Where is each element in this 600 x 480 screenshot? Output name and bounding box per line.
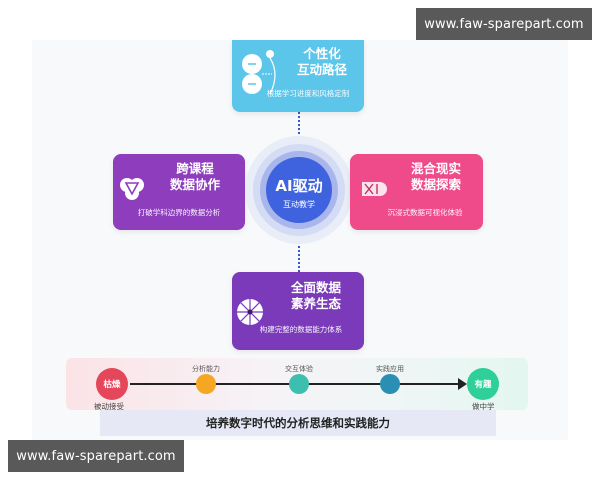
footer-text: 培养数字时代的分析思维和实践能力: [206, 416, 390, 430]
timeline-step-label: 交互体验: [285, 365, 313, 373]
timeline-step-node: [380, 374, 400, 394]
xr-headset-icon: [362, 182, 387, 196]
card-title-line1: 个性化: [303, 46, 341, 61]
card-subtitle: 构建完整的数据能力体系: [259, 325, 343, 334]
brain-toggle-icon: [242, 50, 276, 95]
hub-ai-driven: AI驱动 互动教学: [266, 157, 332, 223]
timeline-step-label: 实践应用: [376, 365, 404, 373]
timeline-start-caption: 被动接受: [94, 402, 124, 411]
timeline-arrow-icon: [458, 378, 467, 390]
timeline-start-node: 枯燥: [96, 368, 128, 400]
timeline-start-label: 枯燥: [103, 380, 121, 390]
venn-triangle-icon: [120, 178, 144, 200]
timeline-step-label: 分析能力: [192, 365, 220, 373]
connector-top: [298, 112, 300, 138]
hub-title: AI驱动: [275, 177, 323, 195]
card-title-line2: 素养生态: [290, 296, 341, 311]
timeline-end-label: 有趣: [474, 380, 492, 390]
card-title-line2: 数据探索: [410, 177, 461, 192]
card-subtitle: 打破学科边界的数据分析: [137, 208, 221, 217]
timeline-end-caption: 做中学: [472, 402, 495, 411]
card-subtitle: 沉浸式数据可视化体验: [387, 208, 463, 217]
watermark-top: www.faw-sparepart.com: [416, 8, 592, 40]
card-mixed-reality: 混合现实 数据探索 沉浸式数据可视化体验: [350, 154, 483, 230]
card-subtitle: 根据学习进度和风格定制: [266, 89, 350, 98]
timeline-end-node: 有趣: [467, 368, 499, 400]
card-title-line1: 跨课程: [176, 161, 214, 176]
footer-tagline: 培养数字时代的分析思维和实践能力: [100, 410, 496, 436]
card-title-line1: 全面数据: [290, 280, 341, 295]
wheel-icon: [237, 299, 263, 325]
card-title-line2: 互动路径: [296, 62, 347, 77]
card-personalized-path: 个性化 互动路径 根据学习进度和风格定制: [232, 40, 364, 112]
watermark-bottom: www.faw-sparepart.com: [8, 440, 184, 472]
card-cross-curriculum: 跨课程 数据协作 打破学科边界的数据分析: [113, 154, 245, 230]
card-title-line1: 混合现实: [410, 161, 461, 176]
card-title-line2: 数据协作: [169, 177, 220, 192]
timeline-step-node: [289, 374, 309, 394]
timeline-step-node: [196, 374, 216, 394]
hub-subtitle: 互动教学: [283, 200, 315, 209]
connector-bottom: [298, 242, 300, 272]
card-data-literacy: 全面数据 素养生态 构建完整的数据能力体系: [232, 272, 364, 350]
